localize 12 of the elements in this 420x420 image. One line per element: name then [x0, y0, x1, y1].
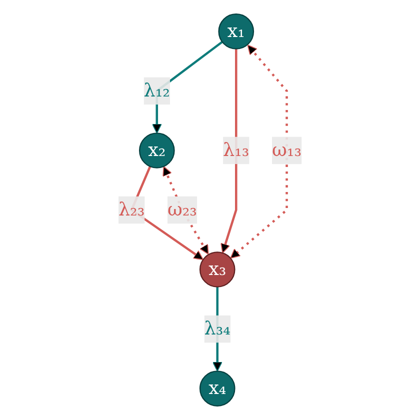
arrow: [230, 44, 288, 259]
edge-label: λ₁₂: [144, 80, 170, 102]
edge-label: λ₂₃: [118, 198, 145, 220]
node-circle: x₂: [138, 132, 175, 168]
edge-label: λ₃₄: [204, 318, 230, 340]
edge-label: λ₁₃: [223, 139, 250, 161]
node-circle: x₃: [199, 252, 236, 288]
node-circle: x₄: [199, 370, 236, 406]
edge-label: ω₁₃: [272, 139, 302, 161]
node-circle: x₁: [218, 14, 254, 50]
edge-label: ω₂₃: [167, 198, 197, 220]
arrow: [162, 166, 209, 255]
